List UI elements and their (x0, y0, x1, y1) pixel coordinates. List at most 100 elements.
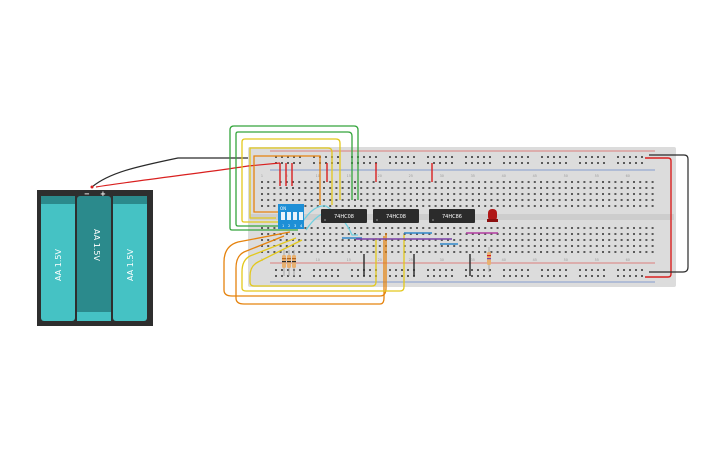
breadboard-hole[interactable] (397, 199, 400, 201)
breadboard-hole[interactable] (335, 233, 338, 235)
breadboard-hole[interactable] (422, 239, 425, 241)
breadboard-hole[interactable] (337, 156, 339, 158)
breadboard-hole[interactable] (389, 269, 391, 271)
breadboard-hole[interactable] (323, 233, 325, 235)
breadboard-hole[interactable] (484, 187, 487, 189)
breadboard-hole[interactable] (617, 156, 619, 158)
breadboard-hole[interactable] (465, 156, 467, 158)
breadboard-hole[interactable] (416, 181, 418, 183)
breadboard-hole[interactable] (527, 269, 529, 271)
breadboard-hole[interactable] (347, 181, 350, 183)
breadboard-hole[interactable] (439, 275, 441, 277)
breadboard-hole[interactable] (409, 227, 412, 229)
breadboard-hole[interactable] (490, 187, 493, 189)
breadboard-hole[interactable] (372, 251, 375, 253)
breadboard-hole[interactable] (395, 162, 397, 164)
breadboard-hole[interactable] (341, 233, 344, 235)
breadboard-hole[interactable] (335, 245, 338, 247)
breadboard-hole[interactable] (360, 193, 363, 195)
breadboard-hole[interactable] (316, 251, 319, 253)
breadboard-hole[interactable] (579, 156, 581, 158)
breadboard-hole[interactable] (603, 156, 605, 158)
breadboard-hole[interactable] (363, 162, 365, 164)
breadboard-hole[interactable] (395, 269, 397, 271)
breadboard-hole[interactable] (347, 193, 350, 195)
led[interactable] (487, 209, 498, 222)
breadboard-hole[interactable] (471, 269, 473, 271)
breadboard-hole[interactable] (620, 199, 623, 201)
breadboard-hole[interactable] (360, 181, 363, 183)
breadboard-hole[interactable] (552, 245, 555, 247)
breadboard-hole[interactable] (614, 205, 617, 207)
breadboard-hole[interactable] (591, 275, 593, 277)
breadboard-hole[interactable] (484, 199, 487, 201)
breadboard-hole[interactable] (515, 187, 518, 189)
breadboard-hole[interactable] (478, 187, 480, 189)
breadboard-hole[interactable] (633, 193, 635, 195)
breadboard-hole[interactable] (558, 199, 561, 201)
breadboard-hole[interactable] (546, 187, 549, 189)
breadboard-hole[interactable] (304, 205, 307, 207)
breadboard-hole[interactable] (310, 233, 313, 235)
breadboard-hole[interactable] (502, 205, 505, 207)
black-jumpers[interactable] (363, 254, 471, 276)
breadboard-hole[interactable] (645, 227, 648, 229)
breadboard-hole[interactable] (360, 245, 363, 247)
breadboard-hole[interactable] (298, 187, 301, 189)
breadboard-hole[interactable] (626, 181, 629, 183)
breadboard-hole[interactable] (341, 193, 344, 195)
breadboard-hole[interactable] (564, 199, 567, 201)
breadboard-hole[interactable] (626, 239, 629, 241)
breadboard-hole[interactable] (626, 227, 629, 229)
breadboard-hole[interactable] (285, 199, 288, 201)
breadboard-hole[interactable] (564, 193, 567, 195)
breadboard-hole[interactable] (416, 205, 418, 207)
breadboard-hole[interactable] (465, 181, 468, 183)
breadboard-hole[interactable] (347, 187, 350, 189)
breadboard-hole[interactable] (533, 193, 536, 195)
breadboard-hole[interactable] (564, 227, 567, 229)
breadboard-hole[interactable] (633, 199, 635, 201)
breadboard-hole[interactable] (521, 205, 524, 207)
breadboard-hole[interactable] (564, 181, 567, 183)
breadboard-hole[interactable] (602, 251, 604, 253)
breadboard-hole[interactable] (635, 269, 637, 271)
breadboard-hole[interactable] (496, 251, 499, 253)
breadboard-hole[interactable] (397, 233, 400, 235)
breadboard-hole[interactable] (313, 269, 315, 271)
breadboard-hole[interactable] (552, 239, 555, 241)
breadboard-hole[interactable] (527, 227, 530, 229)
breadboard-hole[interactable] (366, 193, 369, 195)
breadboard-hole[interactable] (267, 199, 270, 201)
breadboard-hole[interactable] (428, 181, 431, 183)
breadboard-hole[interactable] (354, 181, 356, 183)
breadboard-hole[interactable] (267, 251, 270, 253)
breadboard-hole[interactable] (490, 199, 493, 201)
breadboard-hole[interactable] (489, 275, 491, 277)
breadboard-hole[interactable] (496, 245, 499, 247)
breadboard-hole[interactable] (595, 227, 598, 229)
resistor-led[interactable] (487, 247, 491, 272)
breadboard-hole[interactable] (378, 205, 381, 207)
breadboard-hole[interactable] (451, 162, 453, 164)
breadboard-hole[interactable] (407, 156, 409, 158)
breadboard-hole[interactable] (540, 239, 542, 241)
breadboard-hole[interactable] (391, 205, 394, 207)
breadboard-hole[interactable] (397, 181, 400, 183)
breadboard-hole[interactable] (571, 227, 573, 229)
breadboard-hole[interactable] (577, 251, 580, 253)
breadboard-hole[interactable] (617, 275, 619, 277)
breadboard-hole[interactable] (589, 205, 592, 207)
wire-black-battery[interactable] (91, 157, 248, 188)
breadboard-hole[interactable] (626, 245, 629, 247)
breadboard-hole[interactable] (354, 227, 356, 229)
breadboard-hole[interactable] (515, 181, 518, 183)
breadboard-hole[interactable] (571, 193, 573, 195)
breadboard-hole[interactable] (533, 227, 536, 229)
breadboard-hole[interactable] (310, 245, 313, 247)
breadboard-hole[interactable] (541, 162, 543, 164)
breadboard-hole[interactable] (323, 227, 325, 229)
breadboard-hole[interactable] (447, 193, 449, 195)
breadboard-hole[interactable] (453, 187, 456, 189)
